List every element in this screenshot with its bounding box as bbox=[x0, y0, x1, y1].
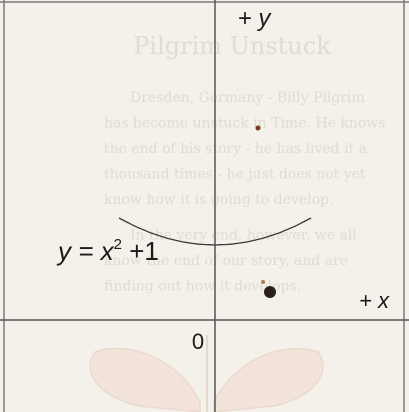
equation-tail: +1 bbox=[122, 236, 159, 266]
background-line: has become unstuck in Time. He knows bbox=[104, 116, 385, 132]
parabola-curve bbox=[118, 217, 312, 246]
background-line: the end of his story - he has lived it a bbox=[104, 141, 367, 157]
background-body: Dresden, Germany - Billy Pilgrim has beco… bbox=[104, 90, 385, 295]
equation-base: y = x bbox=[56, 236, 115, 266]
background-line: Dresden, Germany - Billy Pilgrim bbox=[130, 90, 365, 106]
background-line: finding out how it develops. bbox=[104, 279, 301, 295]
background-line: know how it is going to develop. bbox=[104, 192, 333, 208]
ink-speck bbox=[264, 286, 276, 298]
background-title: Pilgrim Unstuck bbox=[133, 32, 331, 60]
equation-label: y = x2 +1 bbox=[56, 236, 159, 266]
ink-speck bbox=[255, 125, 261, 131]
background-line: In the very end, however, we all bbox=[130, 228, 357, 244]
equation-exponent: 2 bbox=[114, 236, 122, 253]
background-line: know the end of our story, and are bbox=[104, 253, 348, 269]
x-axis-positive-label: + x bbox=[359, 288, 390, 313]
origin-label: 0 bbox=[192, 329, 204, 354]
background-line: thousand times - he just does not yet bbox=[104, 167, 366, 183]
butterfly-icon bbox=[89, 335, 324, 412]
ink-speck bbox=[261, 280, 265, 284]
y-axis-positive-label: + y bbox=[238, 5, 273, 32]
